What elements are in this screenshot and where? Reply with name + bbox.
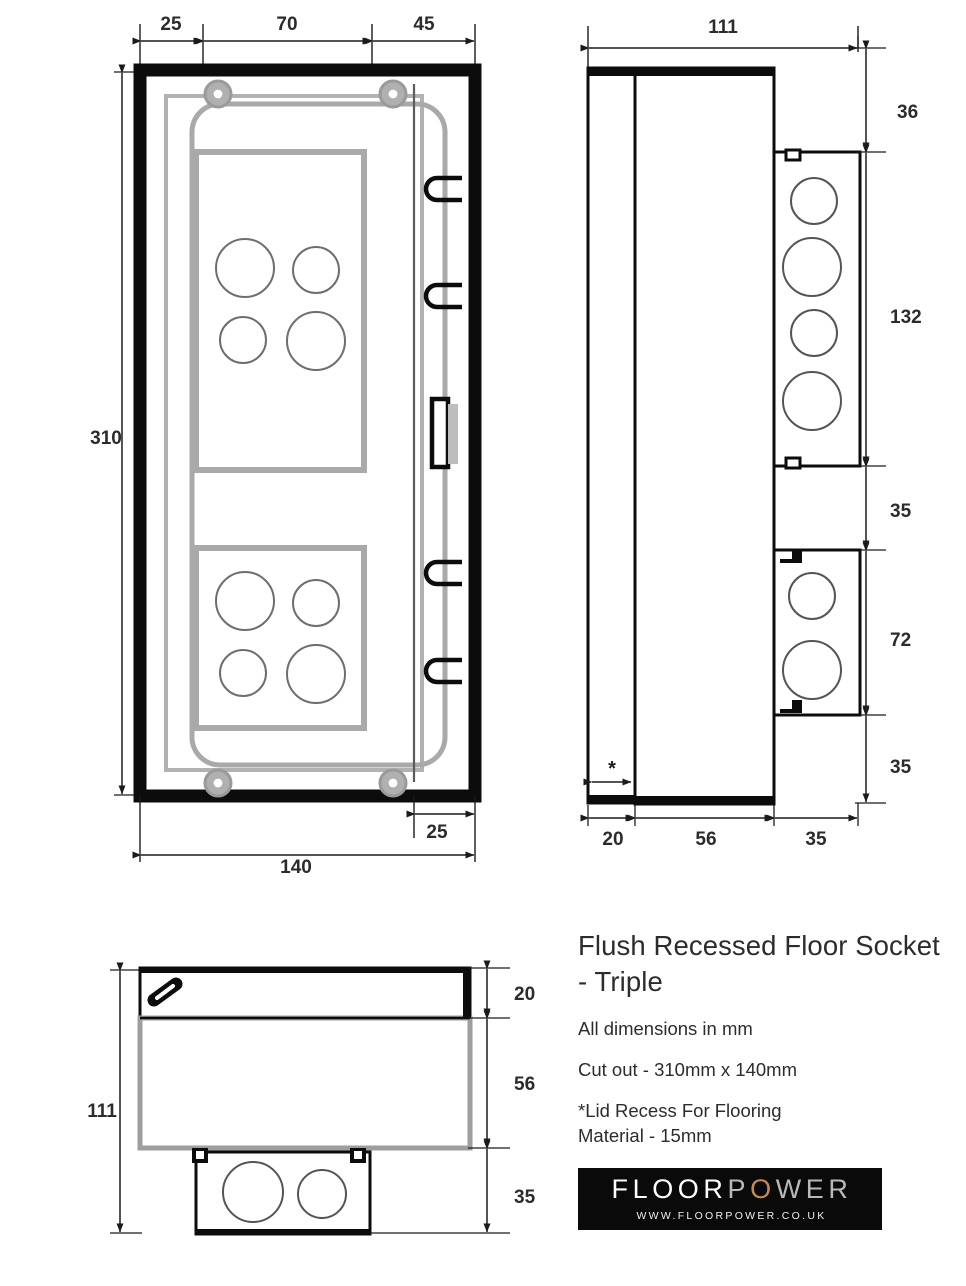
dim-side-36: 36 bbox=[897, 102, 918, 123]
end-right-extension-lines bbox=[370, 967, 510, 1234]
dim-end-111: 111 bbox=[87, 1101, 117, 1122]
knockout bbox=[788, 572, 836, 620]
lid-recess-channel bbox=[586, 66, 637, 805]
cable-clip-2 bbox=[423, 282, 462, 310]
note-units: All dimensions in mm bbox=[578, 1016, 950, 1041]
outer-frame-lid bbox=[133, 63, 482, 803]
view-side-elevation: 111 * bbox=[580, 17, 922, 850]
lid-latch-keyway bbox=[429, 396, 458, 470]
socket-outlet-large bbox=[215, 571, 275, 631]
product-title-line-1: Flush Recessed Floor bbox=[578, 930, 848, 961]
note-units-line: All dimensions in mm bbox=[578, 1018, 753, 1039]
note-lid-recess-line-2: Material - 15mm bbox=[578, 1125, 712, 1146]
socket-outlet-large bbox=[215, 238, 275, 298]
socket-outlet-small bbox=[219, 316, 267, 364]
dim-side-35-b: 35 bbox=[890, 757, 912, 778]
lid-recess-base bbox=[588, 795, 635, 804]
cable-clip-4 bbox=[423, 657, 462, 685]
floorpower-logo[interactable]: FLOORPOWER WWW.FLOORPOWER.CO.UK bbox=[578, 1168, 882, 1230]
product-title: Flush Recessed Floor Socket - Triple bbox=[578, 928, 950, 1000]
lid-bottom-face bbox=[635, 796, 774, 804]
end-lid-band bbox=[138, 966, 472, 1020]
dim-lid-recess-asterisk: * bbox=[608, 758, 616, 780]
note-lid-recess-line-1: *Lid Recess For Flooring bbox=[578, 1100, 782, 1121]
side-bottom-extension-lines bbox=[587, 805, 859, 826]
dim-bottom-140: 140 bbox=[280, 857, 312, 878]
logo-url: WWW.FLOORPOWER.CO.UK bbox=[636, 1210, 827, 1222]
end-knockout-large bbox=[222, 1161, 284, 1223]
back-box-lower-knockouts bbox=[782, 572, 842, 700]
socket-outlet-small bbox=[219, 649, 267, 697]
lid-handle-slot bbox=[147, 977, 183, 1007]
logo-word-wer: WER bbox=[775, 1174, 853, 1204]
socket-outlet-large bbox=[286, 311, 346, 371]
end-left-extension-lines bbox=[110, 969, 142, 1234]
dim-top-25: 25 bbox=[160, 14, 182, 35]
cable-clip-3 bbox=[423, 559, 462, 587]
dim-end-20: 20 bbox=[514, 984, 535, 1005]
end-lid-top-face bbox=[140, 968, 470, 973]
dim-side-132: 132 bbox=[890, 307, 922, 328]
socket-plate-lower bbox=[193, 545, 367, 731]
back-box-lower bbox=[772, 548, 862, 717]
lid-top-face bbox=[588, 68, 774, 76]
back-box-upper-tabs bbox=[784, 148, 802, 470]
note-lid-recess: *Lid Recess For Flooring Material - 15mm bbox=[578, 1098, 950, 1148]
screw-top-right bbox=[378, 79, 408, 109]
end-protrusion-base bbox=[196, 1229, 370, 1234]
end-knockout-small bbox=[297, 1169, 347, 1219]
dim-side-bottom-56: 56 bbox=[695, 829, 716, 850]
product-title-line-2: Socket - Triple bbox=[578, 930, 940, 997]
dim-top-45: 45 bbox=[413, 14, 435, 35]
view-top-plan: 25 70 45 310 bbox=[90, 14, 482, 878]
back-box-upper-knockouts bbox=[782, 177, 842, 431]
knockout bbox=[782, 371, 842, 431]
dim-end-35: 35 bbox=[514, 1187, 536, 1208]
dim-left-310: 310 bbox=[90, 428, 122, 449]
dim-top-70: 70 bbox=[276, 14, 297, 35]
cable-clip-1 bbox=[423, 175, 462, 203]
logo-letter-o-accent: O bbox=[750, 1174, 776, 1204]
end-body-56 bbox=[137, 1015, 473, 1151]
dim-side-72: 72 bbox=[890, 630, 911, 651]
product-info-block: Flush Recessed Floor Socket - Triple All… bbox=[578, 928, 950, 1158]
fixing-screws bbox=[203, 79, 408, 798]
bottom-dimension-lines bbox=[132, 810, 475, 859]
knockout bbox=[782, 237, 842, 297]
socket-plate-upper bbox=[193, 149, 367, 473]
dim-side-35-a: 35 bbox=[890, 501, 912, 522]
knockout bbox=[782, 640, 842, 700]
note-cutout-line: Cut out - 310mm x 140mm bbox=[578, 1059, 797, 1080]
cable-exit-clips bbox=[423, 175, 462, 685]
end-latch-tabs bbox=[192, 1148, 366, 1163]
lid-panel-outline bbox=[164, 94, 424, 772]
lid-body-profile bbox=[633, 66, 776, 806]
knockout bbox=[790, 309, 838, 357]
knockout bbox=[790, 177, 838, 225]
bottom-extension-lines bbox=[139, 797, 476, 862]
screw-bottom-left bbox=[203, 768, 233, 798]
dim-end-56: 56 bbox=[514, 1074, 535, 1095]
socket-outlet-small bbox=[292, 246, 340, 294]
socket-outlet-small bbox=[292, 579, 340, 627]
back-box-lower-latches bbox=[780, 551, 802, 713]
note-cutout: Cut out - 310mm x 140mm bbox=[578, 1057, 950, 1082]
dim-bottom-25: 25 bbox=[426, 822, 448, 843]
logo-word-floor: FLOOR bbox=[611, 1174, 728, 1204]
back-box-upper bbox=[772, 150, 862, 468]
dim-side-bottom-20: 20 bbox=[602, 829, 623, 850]
view-end-elevation: 111 bbox=[87, 960, 536, 1236]
end-lid-right-face bbox=[463, 968, 471, 1018]
dim-side-111: 111 bbox=[708, 17, 738, 38]
screw-bottom-right bbox=[378, 768, 408, 798]
logo-letter-p: P bbox=[727, 1174, 751, 1204]
socket-outlet-large bbox=[286, 644, 346, 704]
logo-wordmark: FLOORPOWER bbox=[607, 1176, 852, 1203]
dim-side-bottom-35: 35 bbox=[805, 829, 827, 850]
screw-top-left bbox=[203, 79, 233, 109]
